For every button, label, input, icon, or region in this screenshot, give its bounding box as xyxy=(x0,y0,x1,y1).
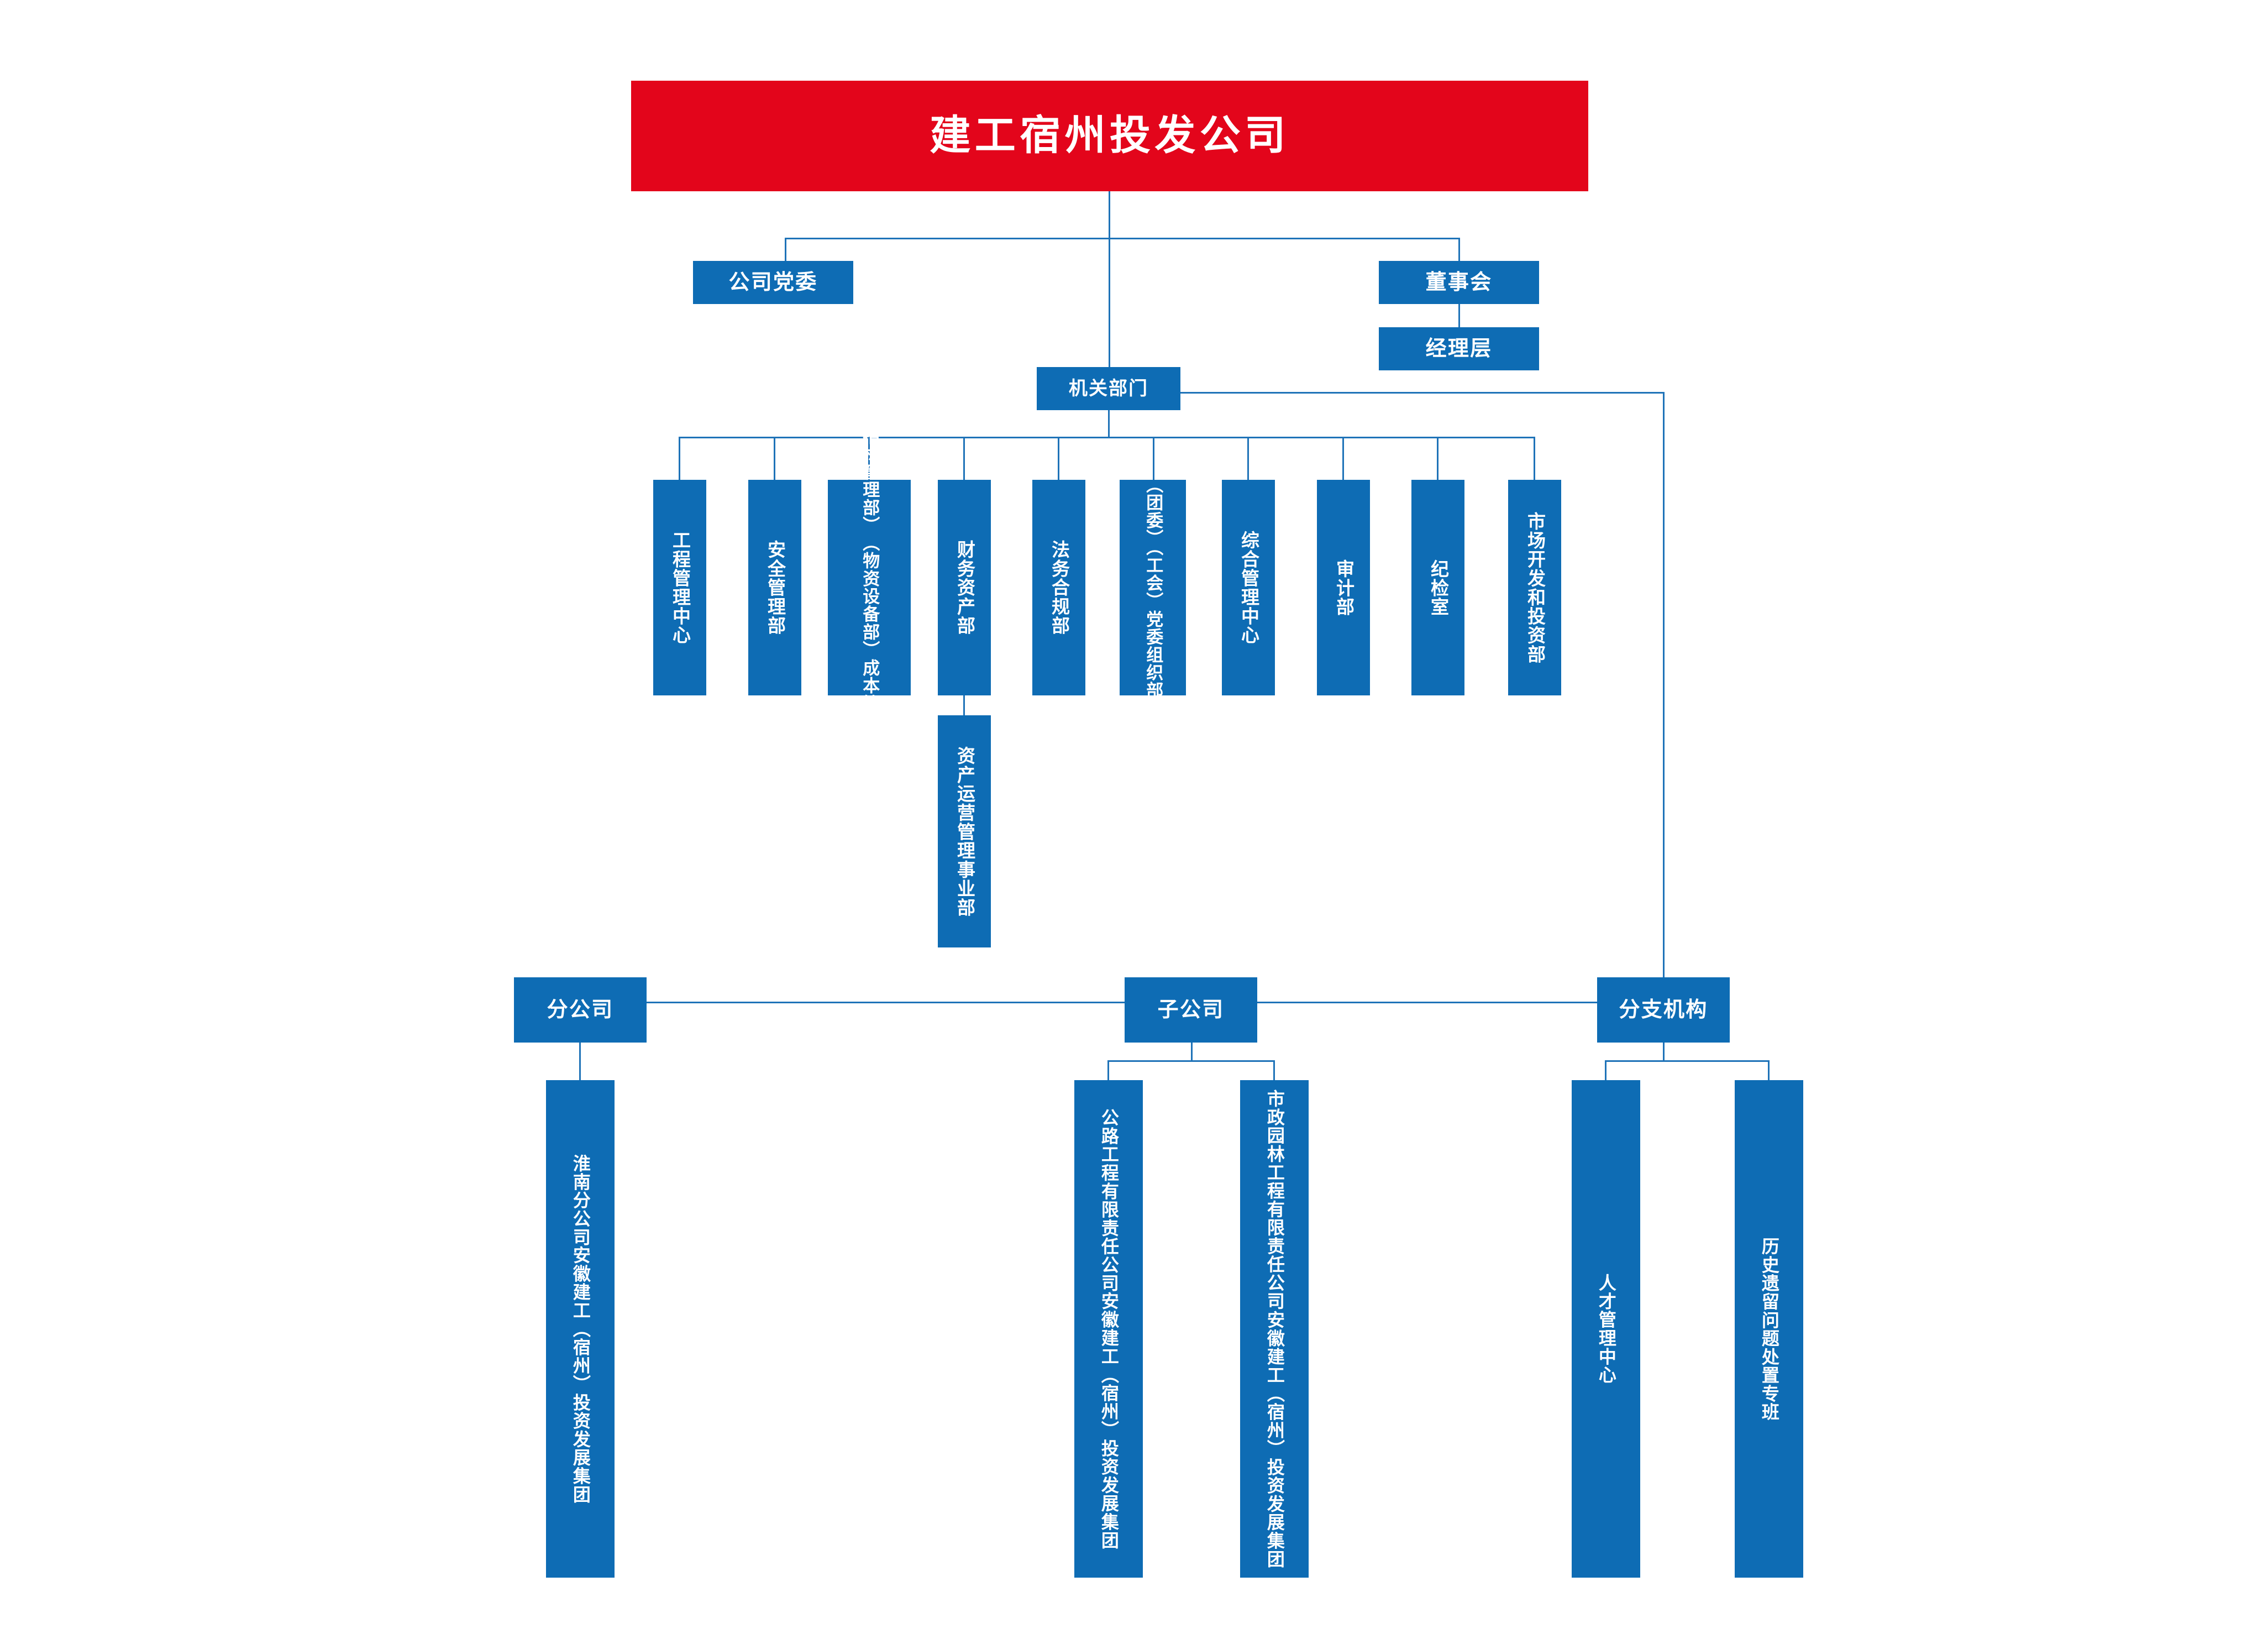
root-title-banner: 建工宿州投发公司 xyxy=(631,81,1588,191)
connector-dept-drop-9 xyxy=(1437,437,1439,481)
connector-finance-to-asset-operation xyxy=(963,695,965,716)
connector-bottom-bus xyxy=(579,1002,1665,1003)
node-department-audit: 审计部 xyxy=(1317,480,1370,695)
connector-dept-drop-8 xyxy=(1342,437,1344,481)
department-label-9: 市场开发和投资部 xyxy=(1524,511,1546,664)
connector-branch-to-child xyxy=(579,1043,581,1081)
node-department-safety-management: 安全管理部 xyxy=(748,480,801,695)
connector-level2-bus xyxy=(785,238,1460,239)
connector-subsidiary-stem xyxy=(1191,1043,1193,1061)
node-party-committee: 公司党委 xyxy=(693,261,853,304)
connector-dept-drop-6 xyxy=(1153,437,1154,481)
department-label-1: 安全管理部 xyxy=(764,540,786,635)
connector-dept-drop-10 xyxy=(1534,437,1535,481)
group-1-child-0-col0: 安徽建工（宿州）投资发展集团 xyxy=(1098,1292,1120,1550)
group-2-child-0-col0: 人才管理中心 xyxy=(1595,1274,1617,1384)
group-0-child-0-col0: 安徽建工（宿州）投资发展集团 xyxy=(570,1246,591,1504)
node-subsidiary-municipal-landscape-engineering: 市政园林工程有限责任公司 安徽建工（宿州）投资发展集团 xyxy=(1240,1080,1309,1578)
node-department-finance-assets: 财务资产部 xyxy=(938,480,991,695)
connector-affiliate-stem xyxy=(1663,1043,1665,1061)
node-subsidiary-highway-engineering: 公路工程有限责任公司 安徽建工（宿州）投资发展集团 xyxy=(1074,1080,1143,1578)
group-1-child-0-col1: 公路工程有限责任公司 xyxy=(1098,1108,1120,1292)
connector-organ-stem xyxy=(1108,410,1110,438)
department-label-5-col0: 党委组织部 xyxy=(1143,610,1163,699)
connector-affiliate-bus xyxy=(1605,1060,1770,1062)
group-1-child-1-col0: 安徽建工（宿州）投资发展集团 xyxy=(1264,1310,1285,1568)
group-heading-0: 分公司 xyxy=(547,997,614,1022)
connector-affiliate-drop-2 xyxy=(1768,1060,1770,1081)
node-organ-departments-label: 机关部门 xyxy=(1068,377,1149,400)
node-department-discipline-inspection: 纪检室 xyxy=(1411,480,1464,695)
connector-dept-drop-7 xyxy=(1247,437,1249,481)
node-department-legal-compliance: 法务合规部 xyxy=(1032,480,1085,695)
node-department-party-organization: （团委）（工会） 党委组织部 xyxy=(1120,476,1186,699)
node-department-market-development-investment: 市场开发和投资部 xyxy=(1508,480,1561,695)
connector-party-drop xyxy=(785,238,786,262)
connector-dept-drop-4 xyxy=(963,437,965,481)
node-department-asset-operation-management: 资产运营管理事业部 xyxy=(938,715,991,947)
connector-board-to-management xyxy=(1458,304,1460,327)
department-label-8: 纪检室 xyxy=(1427,559,1450,616)
department-label-0: 工程管理中心 xyxy=(669,531,691,645)
connector-subsidiary-bus xyxy=(1107,1060,1275,1062)
department-label-6: 综合管理中心 xyxy=(1238,531,1260,645)
node-department-cost-management-center: （招标管理部） （物资设备部） 成本管理中心 xyxy=(828,410,911,766)
department-label-2-col1: （物资设备部） xyxy=(859,534,880,659)
node-party-committee-label: 公司党委 xyxy=(728,270,818,295)
department-label-2-col2: （招标管理部） xyxy=(859,409,880,535)
connector-dept-drop-5 xyxy=(1058,437,1059,481)
department-label-3: 财务资产部 xyxy=(954,540,976,635)
connector-dept-drop-1 xyxy=(679,437,680,481)
node-group-affiliated-institutions: 分支机构 xyxy=(1597,977,1730,1043)
connector-board-drop xyxy=(1458,238,1460,262)
connector-organ-right-arm xyxy=(1180,392,1665,394)
node-group-branch-companies: 分公司 xyxy=(514,977,647,1043)
node-department-engineering-management-center: 工程管理中心 xyxy=(653,480,706,695)
connector-subsidiary-drop-1 xyxy=(1107,1060,1109,1081)
connector-department-bus xyxy=(679,437,1535,438)
connector-root-stem xyxy=(1109,191,1110,395)
connector-right-trunk xyxy=(1663,392,1665,1003)
node-department-general-management-center: 综合管理中心 xyxy=(1222,480,1275,695)
node-organ-departments: 机关部门 xyxy=(1037,367,1180,410)
group-heading-2: 分支机构 xyxy=(1619,997,1708,1022)
asset-operation-label: 资产运营管理事业部 xyxy=(954,746,976,917)
node-subsidiary-huainan-branch: 淮南分公司 安徽建工（宿州）投资发展集团 xyxy=(546,1080,615,1578)
node-board-of-directors-label: 董事会 xyxy=(1425,270,1493,295)
department-label-2-col0: 成本管理中心 xyxy=(859,658,880,766)
department-label-4: 法务合规部 xyxy=(1048,540,1070,635)
node-group-subsidiaries: 子公司 xyxy=(1125,977,1257,1043)
group-0-child-0-col1: 淮南分公司 xyxy=(570,1154,591,1247)
group-1-child-1-col1: 市政园林工程有限责任公司 xyxy=(1264,1090,1285,1311)
connector-affiliate-drop-1 xyxy=(1605,1060,1607,1081)
group-heading-1: 子公司 xyxy=(1157,997,1225,1022)
node-affiliate-talent-management-center: 人才管理中心 xyxy=(1572,1080,1640,1578)
connector-dept-drop-2 xyxy=(774,437,775,481)
node-board-of-directors: 董事会 xyxy=(1379,261,1539,304)
department-label-5-col1: （团委）（工会） xyxy=(1143,476,1163,610)
node-management-level-label: 经理层 xyxy=(1425,336,1493,361)
connector-dept-drop-3 xyxy=(868,437,870,481)
root-title-text: 建工宿州投发公司 xyxy=(930,112,1290,160)
node-management-level: 经理层 xyxy=(1379,327,1539,370)
node-affiliate-historical-issues-task-force: 历史遗留问题处置专班 xyxy=(1735,1080,1803,1578)
department-label-7: 审计部 xyxy=(1333,559,1355,616)
group-2-child-1-col0: 历史遗留问题处置专班 xyxy=(1758,1237,1780,1421)
connector-subsidiary-drop-2 xyxy=(1273,1060,1275,1081)
